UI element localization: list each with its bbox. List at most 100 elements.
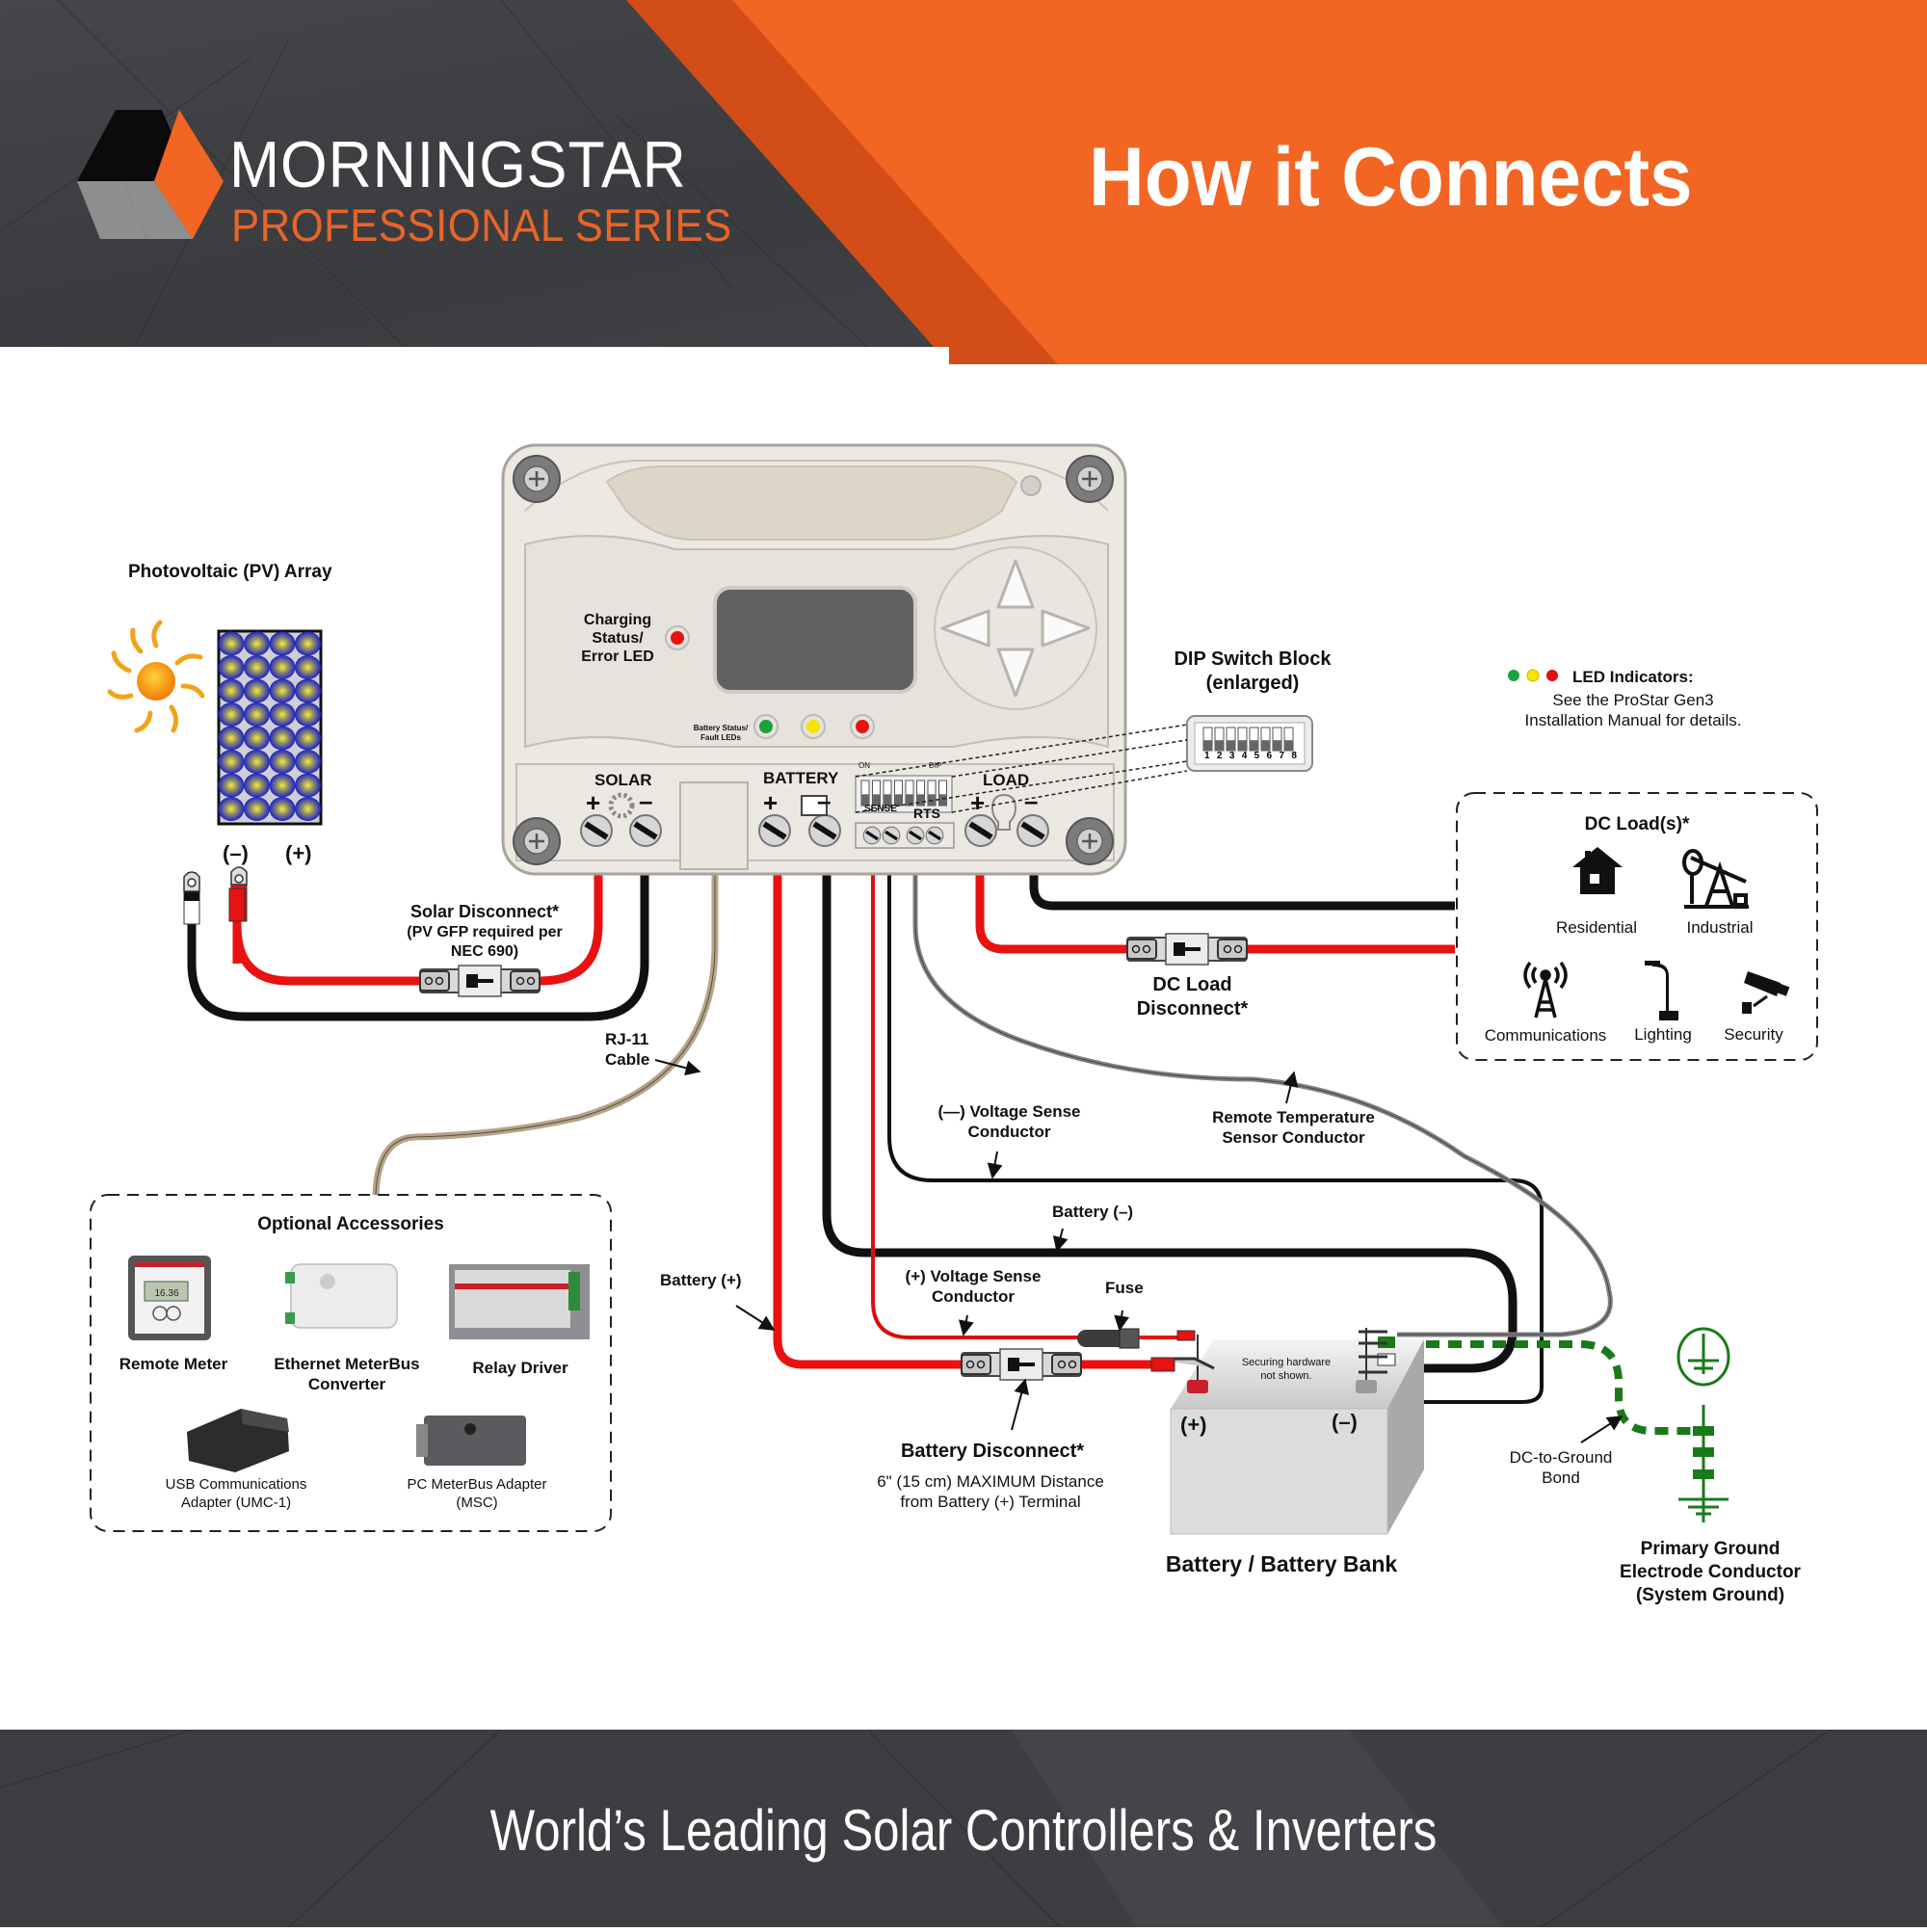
dip-switch <box>1226 727 1236 752</box>
battery-led-line2: Fault LEDs <box>700 733 741 742</box>
battery-disconnect-arrow <box>1011 1378 1029 1431</box>
battery-disconnect-note-line1: 6" (15 cm) MAXIMUM Distance <box>877 1472 1104 1491</box>
pos-sense-line1: (+) Voltage Sense <box>905 1267 1042 1285</box>
remote-meter-icon <box>128 1256 211 1340</box>
street-lamp-icon <box>1645 961 1678 1020</box>
fuse-arrow <box>1114 1310 1130 1332</box>
battery-positive-terminal-label: (+) <box>1180 1413 1207 1437</box>
pv-array-title: Photovoltaic (PV) Array <box>128 562 332 582</box>
brand-name: MORNINGSTAR <box>229 128 687 201</box>
dip-switch-number: 4 <box>1241 751 1248 761</box>
security-camera-icon <box>1742 971 1790 1014</box>
dc-load-disconnect-line1: DC Load <box>1152 974 1232 995</box>
load-positive-wire <box>975 856 1132 954</box>
dip-callout-lines <box>855 724 1188 813</box>
pv-cell <box>295 631 321 656</box>
dip-switch-lever <box>1227 740 1235 751</box>
battery-bank-title: Battery / Battery Bank <box>1165 1551 1398 1576</box>
neg-sense-arrow <box>987 1151 1003 1179</box>
dip-switch-number: 5 <box>1254 751 1260 761</box>
led-indicators-note: See the ProStar Gen3 Installation Manual… <box>1484 690 1782 731</box>
dc-loads-title: DC Load(s)* <box>1584 814 1690 834</box>
battery-led-line1: Battery Status/ <box>693 724 749 732</box>
pv-cell <box>218 631 245 656</box>
pv-positive-lug <box>228 887 246 922</box>
accessory-msc-line1: PC MeterBus Adapter <box>407 1476 547 1493</box>
ground-title-line2: Electrode Conductor <box>1620 1561 1801 1582</box>
solar-disconnect-icon <box>419 965 541 997</box>
ground-title-line1: Primary Ground <box>1640 1539 1781 1559</box>
charging-led-line2: Status/ <box>592 630 644 648</box>
ground-bond-line1: DC-to-Ground <box>1509 1448 1613 1467</box>
rj11-label: RJ-11 Cable <box>605 1029 649 1071</box>
load-terminal-label: LOAD <box>983 771 1030 789</box>
battery-positive-label: Battery (+) <box>660 1271 742 1289</box>
morningstar-logo-icon <box>77 110 224 239</box>
dip-switch-title-line2: (enlarged) <box>1205 673 1300 694</box>
solar-disconnect-line1: Solar Disconnect* <box>409 902 560 921</box>
accessory-relay-driver-label: Relay Driver <box>472 1359 568 1377</box>
pos-sense-line2: Conductor <box>932 1287 1015 1307</box>
pv-cell <box>269 702 296 727</box>
accessories-title: Optional Accessories <box>257 1214 444 1234</box>
dip-switch <box>938 780 947 807</box>
solar-terminal-label: SOLAR <box>594 771 652 789</box>
accessory-umc-line1: USB Communications <box>165 1476 307 1493</box>
solar-disconnect-line2: (PV GFP required per <box>407 923 563 940</box>
dip-label: DIP <box>929 761 942 770</box>
accessory-remote-meter-label: Remote Meter <box>119 1355 228 1373</box>
battery-note-line2: not shown. <box>1260 1369 1312 1382</box>
accessory-emc-line1: Ethernet MeterBus <box>274 1355 420 1373</box>
battery-hardware-note: Securing hardware not shown. <box>1224 1357 1349 1384</box>
load-plus-sign: + <box>970 788 986 817</box>
dip-switch-number: 6 <box>1266 751 1273 761</box>
ground-bond-line2: Bond <box>1542 1469 1580 1488</box>
fuse-icon <box>1077 1328 1185 1349</box>
charging-led-line1: Charging <box>583 612 652 628</box>
battery-led-label: Battery Status/ Fault LEDs <box>689 724 752 743</box>
pos-sense-arrow <box>958 1314 974 1337</box>
radio-tower-icon <box>1523 961 1568 1019</box>
pv-cell <box>218 702 245 727</box>
dip-switch <box>894 780 903 807</box>
pv-cell <box>244 750 270 774</box>
neg-sense-label: (—) Voltage Sense Conductor <box>920 1101 1098 1143</box>
solar-disconnect-label: Solar Disconnect* (PV GFP required per N… <box>383 901 586 962</box>
rts-line2: Sensor Conductor <box>1222 1128 1365 1148</box>
dip-switch <box>927 780 937 807</box>
pv-cell <box>218 773 245 798</box>
brand-subtitle: PROFESSIONAL SERIES <box>231 199 732 251</box>
header-orange-panel <box>732 0 1927 364</box>
dip-switch-lever <box>1250 740 1258 751</box>
header-background <box>0 0 1927 364</box>
dip-switch <box>872 780 881 807</box>
dip-switch-block-enlarged <box>1186 715 1313 772</box>
dip-on-label: ON <box>858 761 870 770</box>
battery-negative-terminal-label: (–) <box>1332 1410 1358 1434</box>
dc-load-lighting-label: Lighting <box>1634 1025 1692 1044</box>
pv-cell <box>218 797 245 821</box>
fuse-label: Fuse <box>1105 1279 1144 1297</box>
ethernet-meterbus-converter-icon <box>285 1263 398 1329</box>
dc-load-disconnect-label: DC Load Disconnect* <box>1108 973 1277 1021</box>
pv-cell <box>295 726 321 751</box>
page-title: How it Connects <box>1089 131 1693 224</box>
ground-electrode-icon <box>1678 1405 1729 1522</box>
dip-switch-lever <box>928 794 936 806</box>
load-disconnect-icon <box>1126 933 1248 966</box>
battery-disconnect-icon <box>961 1348 1082 1381</box>
accessory-msc-label: PC MeterBus Adapter (MSC) <box>376 1476 578 1513</box>
pos-sense-label: (+) Voltage Sense Conductor <box>891 1266 1055 1308</box>
led-yellow-icon <box>1526 669 1540 682</box>
pv-cell <box>244 797 270 821</box>
dip-switch <box>1283 727 1294 752</box>
battery-note-line1: Securing hardware <box>1241 1357 1332 1368</box>
sun-icon <box>107 620 205 733</box>
accessory-emc-line2: Converter <box>307 1375 386 1394</box>
load-minus-sign: – <box>1024 786 1039 815</box>
dip-switch <box>1249 727 1259 752</box>
relay-driver-icon <box>449 1264 590 1339</box>
pv-cell <box>244 702 270 727</box>
dip-switch-lever <box>1261 740 1270 751</box>
pv-cell <box>218 678 245 703</box>
